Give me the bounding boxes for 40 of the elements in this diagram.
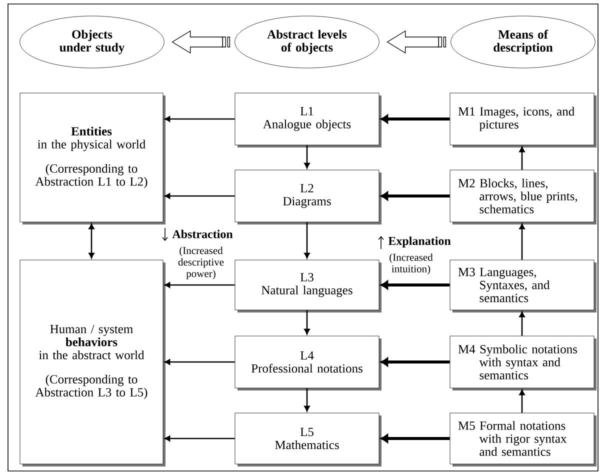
ellipse-node: Abstract levels of objects — [234, 16, 380, 68]
ellipse-node: Means of description — [450, 16, 596, 68]
double-arrow — [380, 358, 450, 366]
ellipse-node: Objects under study — [20, 16, 164, 68]
world-box: Entities in the physical world (Corresponding to Abstraction L1 to L2) — [20, 92, 166, 224]
annotation-text: Abstraction — [172, 230, 233, 238]
means-box: M5 Formal notations with rigor syntax and semantics — [450, 412, 596, 466]
arrow — [304, 222, 310, 258]
block-arrow — [386, 30, 446, 54]
arrow — [304, 310, 310, 334]
arrow — [519, 146, 525, 170]
arrow — [304, 145, 310, 168]
level-box: L2 Diagrams — [234, 170, 382, 224]
annotation-text: Explanation — [388, 236, 451, 248]
means-box: M4 Symbolic notations with syntax and semantics — [450, 336, 596, 390]
arrow — [164, 282, 235, 288]
arrow — [164, 193, 235, 199]
arrow — [519, 312, 525, 336]
annotation-text: (Increased descriptive power) — [178, 246, 224, 280]
arrow — [519, 224, 525, 260]
double-arrow — [380, 280, 450, 290]
double-arrow — [380, 114, 450, 124]
arrow — [164, 436, 235, 442]
block-arrow — [172, 30, 230, 54]
arrow — [519, 390, 525, 413]
means-box: M2 Blocks, lines, arrows, blue prints, schematics — [450, 170, 596, 224]
two-way-arrow — [88, 224, 94, 258]
level-box: L5 Mathematics — [234, 412, 382, 466]
arrow — [304, 388, 310, 412]
level-box: L1 Analogue objects — [234, 92, 382, 148]
level-box: L4 Professional notations — [234, 336, 382, 390]
arrow — [164, 116, 235, 122]
means-box: M1 Images, icons, and pictures — [450, 92, 596, 148]
double-arrow — [380, 434, 450, 443]
annotation-text: (Increased intuition) — [390, 254, 433, 274]
arrow — [164, 359, 235, 365]
means-box: M3 Languages, Syntaxes, and semantics — [450, 260, 596, 312]
double-arrow — [380, 192, 450, 200]
world-box: Human / system behaviors in the abstract world (Corresponding to Abstraction L3 to L5) — [20, 260, 166, 466]
level-box: L3 Natural languages — [234, 260, 382, 312]
